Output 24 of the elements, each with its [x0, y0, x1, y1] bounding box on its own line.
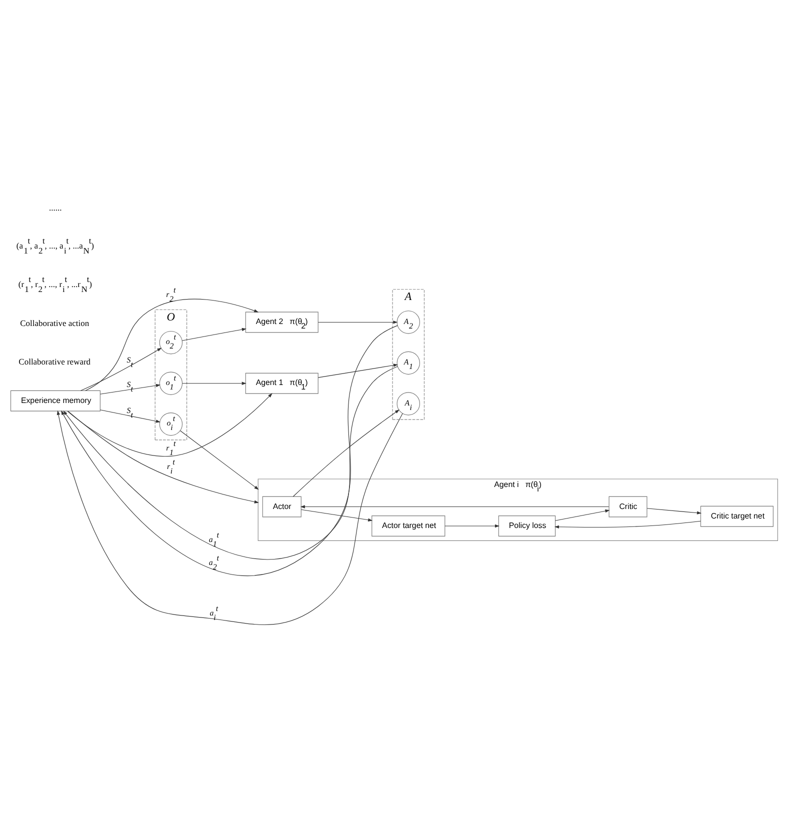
- label: Collaborative action: [20, 318, 90, 328]
- arrow: [85, 298, 259, 391]
- label: Collaborative reward: [18, 356, 91, 366]
- arrow: [300, 505, 610, 508]
- arrow: [646, 508, 702, 514]
- arrow: [292, 410, 400, 497]
- arrow: [300, 509, 373, 522]
- arrow: [63, 366, 398, 560]
- arrow: [318, 320, 398, 324]
- arrow: [555, 509, 610, 521]
- arrow: [554, 520, 701, 528]
- label: ......: [48, 202, 62, 212]
- arrow: [180, 430, 259, 490]
- arrow: [56, 410, 403, 626]
- arrow: [100, 410, 160, 423]
- arrow: [68, 410, 259, 504]
- arrow: [182, 328, 246, 341]
- arrow: [444, 524, 500, 528]
- arrow: [100, 384, 160, 394]
- arrow: [67, 393, 272, 457]
- arrow: [61, 325, 398, 576]
- arrow: [80, 348, 162, 391]
- arrow: [182, 382, 246, 385]
- arrow: [318, 364, 398, 378]
